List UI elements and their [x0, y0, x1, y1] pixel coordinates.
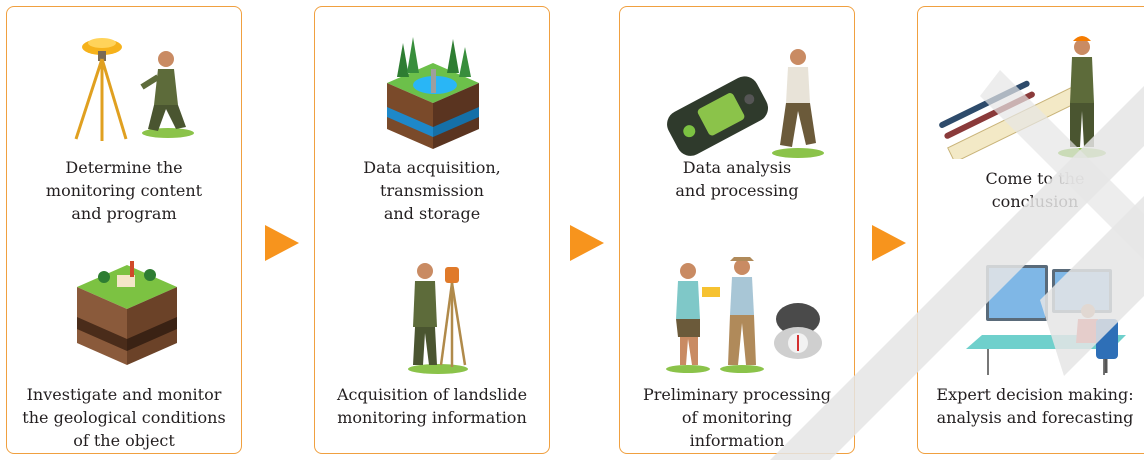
- stage-panel-4: Come to the conclusion Expert decision m…: [917, 6, 1144, 454]
- explorers-with-compass-icon: [666, 257, 822, 373]
- terrain-cross-section-icon: [77, 261, 177, 365]
- stage-4-top-caption: Come to the conclusion: [985, 169, 1085, 211]
- analyst-at-computer-icon: [966, 265, 1126, 375]
- forest-water-soil-block-icon: [387, 37, 479, 149]
- stage-4-bottom-caption: Expert decision making: analysis and for…: [936, 385, 1134, 427]
- stage-3-top-caption: Data analysis and processing: [675, 158, 799, 200]
- stage-panel-3: Data analysis and processing Preliminary…: [619, 6, 855, 454]
- arrow-right-icon: [872, 225, 906, 261]
- stage-1-top-caption: Determine the monitoring content and pro…: [45, 158, 203, 223]
- surveyor-with-theodolite-icon: [408, 263, 468, 374]
- gps-device-and-explorer-icon: [667, 49, 824, 158]
- stage-panel-2: Data acquisition, transmission and stora…: [314, 6, 550, 454]
- ruler-pens-geologist-icon: [939, 36, 1106, 159]
- stage-3-bottom-caption: Preliminary processing of monitoring inf…: [642, 385, 832, 450]
- stage-2-bottom-caption: Acquisition of landslide monitoring info…: [336, 385, 528, 427]
- stage-2-top-caption: Data acquisition, transmission and stora…: [363, 158, 501, 223]
- arrow-right-icon: [570, 225, 604, 261]
- arrow-right-icon: [265, 225, 299, 261]
- stage-1-bottom-caption: Investigate and monitor the geological c…: [22, 385, 226, 450]
- surveyor-with-tripod-icon: [74, 38, 194, 141]
- stage-panel-1: Determine the monitoring content and pro…: [6, 6, 242, 454]
